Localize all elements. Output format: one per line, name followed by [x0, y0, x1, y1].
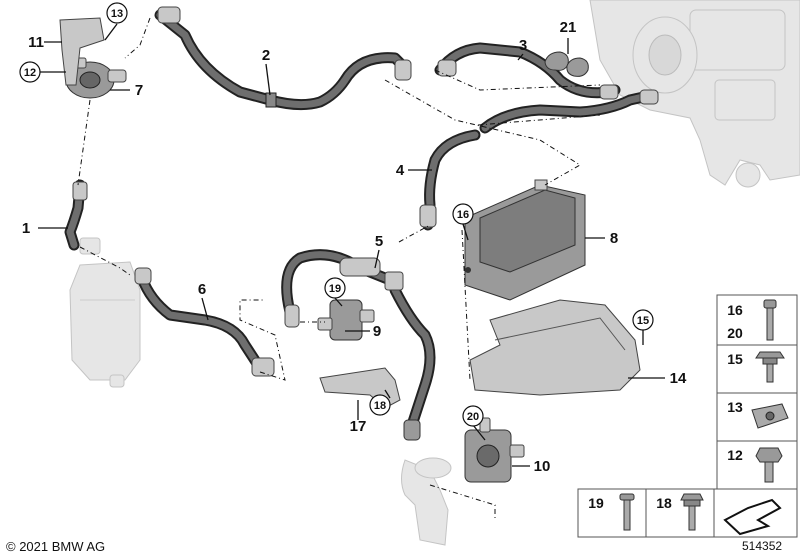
callout-11: 11 — [28, 34, 44, 51]
direction-arrow-icon — [723, 498, 782, 536]
flange-bolt-icon — [755, 351, 785, 383]
callout-3: 3 — [519, 37, 527, 54]
bolt-icon — [763, 299, 777, 341]
legend-box-16-20: 16 20 — [716, 294, 798, 346]
torx-bolt-icon — [619, 493, 635, 531]
connection-lines — [77, 17, 601, 520]
bracket-14 — [469, 299, 641, 396]
hose-3 — [434, 42, 659, 134]
bracket-11 — [59, 17, 105, 86]
callout-circles — [19, 2, 654, 427]
callout-13: 13 — [111, 8, 123, 20]
callout-12: 12 — [24, 67, 36, 79]
legend-label-15: 15 — [727, 351, 743, 367]
legend-box-15: 15 — [716, 344, 798, 394]
copyright-text: © 2021 BMW AG — [6, 539, 106, 554]
legend-label-16: 16 — [727, 302, 743, 318]
callout-6: 6 — [198, 281, 206, 298]
flange-hex-bolt-icon — [680, 493, 704, 531]
valve-9 — [317, 299, 375, 341]
pump-10 — [464, 417, 525, 483]
callout-16: 16 — [457, 209, 469, 221]
callout-5: 5 — [375, 233, 383, 250]
callout-9: 9 — [373, 323, 381, 340]
hose-2 — [154, 6, 412, 111]
callout-18: 18 — [374, 400, 386, 412]
drawing-number: 514352 — [742, 539, 783, 553]
callout-2: 2 — [262, 47, 270, 64]
clamp-21 — [544, 51, 589, 77]
legend-label-12: 12 — [727, 447, 743, 463]
hose-6 — [134, 267, 275, 377]
clip-nut-icon — [751, 403, 789, 429]
ghost-engine-block — [589, 0, 800, 188]
callout-8: 8 — [610, 230, 618, 247]
hose-5 — [281, 249, 436, 441]
callout-7: 7 — [135, 82, 143, 99]
hex-bolt-icon — [755, 447, 783, 483]
legend-label-19: 19 — [588, 495, 604, 511]
callout-19: 19 — [329, 283, 341, 295]
legend-box-18: 18 — [645, 488, 715, 538]
callout-4: 4 — [396, 162, 405, 179]
callout-20: 20 — [467, 411, 479, 423]
callout-14: 14 — [670, 370, 687, 387]
leader-lines — [38, 23, 665, 467]
legend-box-19: 19 — [577, 488, 647, 538]
legend-box-12: 12 — [716, 440, 798, 490]
hose-4 — [419, 129, 481, 231]
legend-box-arrow — [713, 488, 798, 538]
legend-label-13: 13 — [727, 399, 743, 415]
ghost-coolant-reservoir — [69, 237, 141, 388]
callout-15: 15 — [637, 315, 649, 327]
control-unit-8 — [464, 179, 586, 301]
legend-box-13: 13 — [716, 392, 798, 442]
callout-10: 10 — [534, 458, 551, 475]
ghost-lower-pipe — [401, 457, 452, 546]
callout-1: 1 — [22, 220, 30, 237]
legend-label-20: 20 — [727, 325, 743, 341]
callout-21: 21 — [560, 19, 577, 36]
hose-1 — [64, 179, 88, 251]
callout-17: 17 — [350, 418, 367, 435]
legend-label-18: 18 — [656, 495, 672, 511]
